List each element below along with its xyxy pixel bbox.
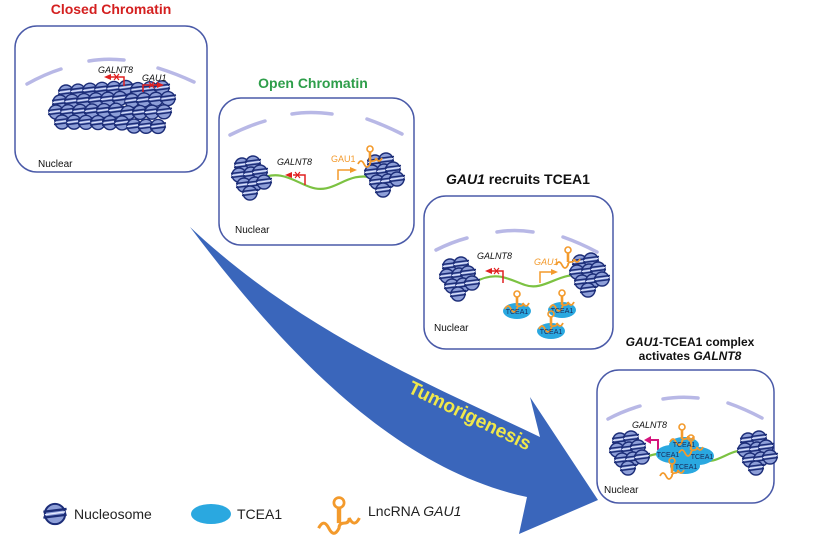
gene-label-galnt8: GALNT8 [277, 157, 312, 167]
gene-label-galnt8: GALNT8 [477, 251, 512, 261]
condensed-nucleosome-array [47, 79, 177, 135]
gene-label-gau1: GAU1 [534, 257, 559, 267]
svg-text:TCEA1: TCEA1 [540, 329, 563, 336]
nuclear-label: Nuclear [434, 323, 469, 334]
nucleus-border [218, 97, 415, 246]
legend-item-lncrna-gau1: LncRNA GAU1 [319, 498, 461, 534]
tcea1-complex: TCEA1 [503, 291, 531, 319]
nuclear-label: Nuclear [235, 225, 270, 236]
tcea1-protein-icon [191, 504, 231, 524]
legend-label: TCEA1 [237, 506, 282, 522]
tcea1-complex: TCEA1 [537, 311, 565, 339]
panel-complex-activates-galnt8: GAU1-TCEA1 complex activates GALNT8 GALN… [596, 335, 778, 504]
gene-label-gau1: GAU1 [331, 154, 356, 164]
gau1-promoter-repressed: GAU1 [142, 73, 167, 92]
svg-text:TCEA1: TCEA1 [675, 464, 698, 471]
panel-title: GAU1 recruits TCEA1 [446, 171, 590, 187]
svg-text:TCEA1: TCEA1 [691, 454, 714, 461]
galnt8-promoter-repressed: GALNT8 [477, 251, 512, 283]
nuclear-label: Nuclear [38, 159, 73, 170]
panel-title: Open Chromatin [258, 75, 368, 91]
svg-text:TCEA1: TCEA1 [657, 452, 680, 459]
galnt8-promoter-activated: GALNT8 [632, 420, 667, 450]
legend-item-nucleosome: Nucleosome [42, 502, 152, 526]
svg-text:TCEA1: TCEA1 [551, 308, 574, 315]
panel-closed-chromatin: Closed Chromatin GALNT8 GAU1 Nuclear [14, 1, 208, 173]
lncrna-icon [319, 498, 360, 534]
tcea1-complex-bound: TCEA1 TCEA1 TCEA1 TCEA1 [656, 422, 714, 481]
dna-strand [257, 174, 386, 190]
panel-gau1-recruits-tcea1: GAU1 recruits TCEA1 GALNT8 GAU1 TCEA1 [423, 171, 614, 350]
galnt8-promoter-repressed: GALNT8 [277, 157, 312, 185]
panel-title-line-2: activates GALNT8 [639, 349, 742, 363]
panel-title-line-1: GAU1-TCEA1 complex [626, 335, 755, 349]
arrow-body [190, 227, 598, 534]
svg-text:TCEA1: TCEA1 [673, 442, 696, 449]
gene-label-galnt8: GALNT8 [98, 65, 133, 75]
gene-label-gau1: GAU1 [142, 73, 167, 83]
panel-open-chromatin: Open Chromatin GALNT8 GAU1 Nuclear [218, 75, 415, 246]
panel-title: Closed Chromatin [51, 1, 172, 17]
galnt8-promoter-repressed: GALNT8 [98, 65, 133, 86]
svg-text:TCEA1: TCEA1 [506, 309, 529, 316]
legend-label: Nucleosome [74, 506, 152, 522]
nucleosome-icon [42, 502, 68, 526]
nuclear-membrane [228, 110, 404, 137]
nucleosome [149, 118, 167, 135]
gau1-promoter-active: GAU1 [534, 245, 582, 283]
gau1-promoter-active: GAU1 [331, 144, 384, 180]
tcea1-complex: TCEA1 [548, 290, 576, 318]
gene-label-galnt8: GALNT8 [632, 420, 667, 430]
nuclear-membrane [25, 57, 196, 86]
nuclear-membrane [434, 228, 599, 254]
nuclear-membrane [606, 395, 764, 421]
nucleosome [155, 103, 173, 120]
nuclear-label: Nuclear [604, 485, 639, 496]
legend-label: LncRNA GAU1 [368, 503, 461, 519]
legend-item-tcea1: TCEA1 [191, 504, 282, 524]
nucleosome [159, 90, 177, 107]
legend: Nucleosome TCEA1 LncRNA GAU1 [42, 498, 461, 534]
